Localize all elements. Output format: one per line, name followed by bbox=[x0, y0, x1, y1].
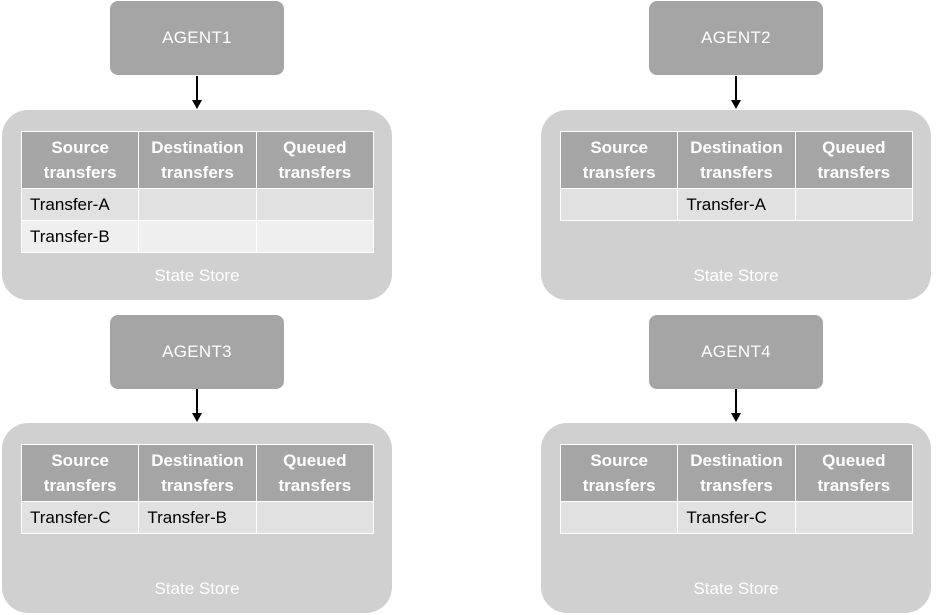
table-row: Transfer-B bbox=[20, 220, 375, 253]
transfers-table: Source transfers Destination transfers Q… bbox=[559, 131, 914, 221]
cell-source: Transfer-A bbox=[20, 188, 140, 221]
agent4-box: AGENT4 bbox=[649, 315, 823, 389]
header-destination-transfers: Destination transfers bbox=[138, 444, 257, 502]
header-queued-transfers: Queued transfers bbox=[794, 131, 914, 189]
state-store-agent4: Source transfers Destination transfers Q… bbox=[541, 423, 931, 613]
header-destination-transfers: Destination transfers bbox=[677, 444, 796, 502]
state-store-agent2: Source transfers Destination transfers Q… bbox=[541, 110, 931, 300]
cell-destination: Transfer-B bbox=[138, 501, 257, 534]
state-store-agent1: Source transfers Destination transfers Q… bbox=[2, 110, 392, 300]
cell-queued bbox=[794, 501, 914, 534]
agent2-box: AGENT2 bbox=[649, 1, 823, 75]
cell-source: Transfer-C bbox=[20, 501, 140, 534]
arrow-down-icon bbox=[731, 389, 741, 422]
transfers-table: Source transfers Destination transfers Q… bbox=[559, 444, 914, 534]
header-source-transfers: Source transfers bbox=[559, 131, 679, 189]
state-store-label: State Store bbox=[693, 579, 779, 598]
cell-queued bbox=[255, 188, 375, 221]
cell-source: Transfer-B bbox=[20, 220, 140, 253]
arrow-down-icon bbox=[731, 76, 741, 109]
transfers-table: Source transfers Destination transfers Q… bbox=[20, 131, 375, 253]
table-row: Transfer-A bbox=[20, 188, 375, 221]
header-destination-transfers: Destination transfers bbox=[677, 131, 796, 189]
transfers-table: Source transfers Destination transfers Q… bbox=[20, 444, 375, 534]
header-source-transfers: Source transfers bbox=[20, 444, 140, 502]
cell-queued bbox=[794, 188, 914, 221]
agent3-box: AGENT3 bbox=[110, 315, 284, 389]
header-destination-transfers: Destination transfers bbox=[138, 131, 257, 189]
state-store-label: State Store bbox=[154, 266, 240, 285]
arrow-down-icon bbox=[192, 76, 202, 109]
table-row: Transfer-C Transfer-B bbox=[20, 501, 375, 534]
state-store-label: State Store bbox=[693, 266, 779, 285]
cell-destination bbox=[138, 220, 257, 253]
cell-queued bbox=[255, 220, 375, 253]
header-queued-transfers: Queued transfers bbox=[794, 444, 914, 502]
state-store-label: State Store bbox=[154, 579, 240, 598]
header-source-transfers: Source transfers bbox=[559, 444, 679, 502]
header-queued-transfers: Queued transfers bbox=[255, 131, 375, 189]
state-store-agent3: Source transfers Destination transfers Q… bbox=[2, 423, 392, 613]
cell-destination: Transfer-A bbox=[677, 188, 796, 221]
cell-queued bbox=[255, 501, 375, 534]
cell-destination bbox=[138, 188, 257, 221]
header-queued-transfers: Queued transfers bbox=[255, 444, 375, 502]
arrow-down-icon bbox=[192, 389, 202, 422]
cell-source bbox=[559, 501, 679, 534]
table-row: Transfer-A bbox=[559, 188, 914, 221]
cell-destination: Transfer-C bbox=[677, 501, 796, 534]
cell-source bbox=[559, 188, 679, 221]
table-row: Transfer-C bbox=[559, 501, 914, 534]
agent1-box: AGENT1 bbox=[110, 1, 284, 75]
header-source-transfers: Source transfers bbox=[20, 131, 140, 189]
